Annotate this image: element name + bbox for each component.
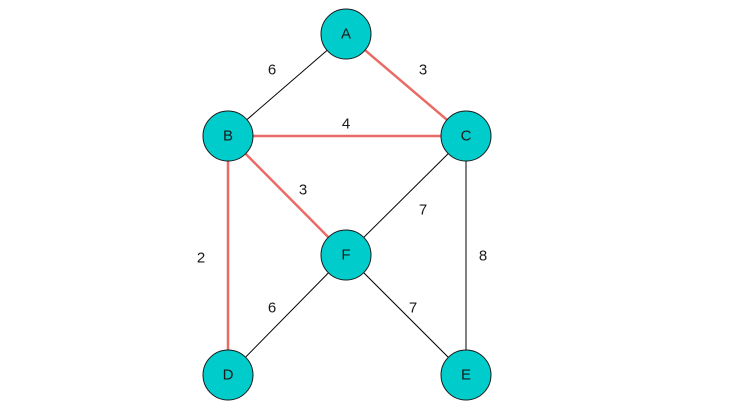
- edge-weight-a-b: 6: [268, 62, 276, 79]
- node-c: C: [440, 110, 492, 162]
- edge-layer: [226, 33, 467, 376]
- node-label-c: C: [461, 128, 472, 145]
- node-label-d: D: [223, 367, 234, 384]
- edge-f-e: [345, 254, 467, 376]
- node-label-a: A: [341, 26, 351, 43]
- edge-a-b: [227, 33, 347, 137]
- node-b: B: [202, 110, 254, 162]
- edge-a-c: [345, 33, 467, 137]
- weight-layer: 6 3 4 3 2 7 8 6 7: [197, 62, 487, 317]
- edge-c-f: [345, 135, 467, 256]
- node-label-b: B: [223, 128, 233, 145]
- node-circle-a: [320, 8, 372, 60]
- node-d: D: [202, 349, 254, 401]
- node-label-f: F: [341, 247, 350, 264]
- node-e: E: [440, 349, 492, 401]
- edge-weight-f-e: 7: [409, 300, 417, 317]
- node-label-e: E: [461, 367, 471, 384]
- node-layer: A B C F D E: [202, 8, 492, 401]
- edge-weight-b-d: 2: [197, 250, 205, 267]
- edge-weight-b-f: 3: [299, 182, 307, 199]
- node-circle-f: [320, 229, 372, 281]
- node-circle-c: [440, 110, 492, 162]
- node-f: F: [320, 229, 372, 281]
- node-circle-d: [202, 349, 254, 401]
- edge-weight-f-d: 6: [268, 300, 276, 317]
- node-a: A: [320, 8, 372, 60]
- edge-weight-b-c: 4: [342, 116, 350, 133]
- node-circle-b: [202, 110, 254, 162]
- edge-weight-c-e: 8: [479, 248, 487, 265]
- edge-f-d: [227, 254, 347, 376]
- edge-b-f: [227, 135, 347, 256]
- node-circle-e: [440, 349, 492, 401]
- edge-weight-c-f: 7: [419, 202, 427, 219]
- edge-weight-a-c: 3: [419, 62, 427, 79]
